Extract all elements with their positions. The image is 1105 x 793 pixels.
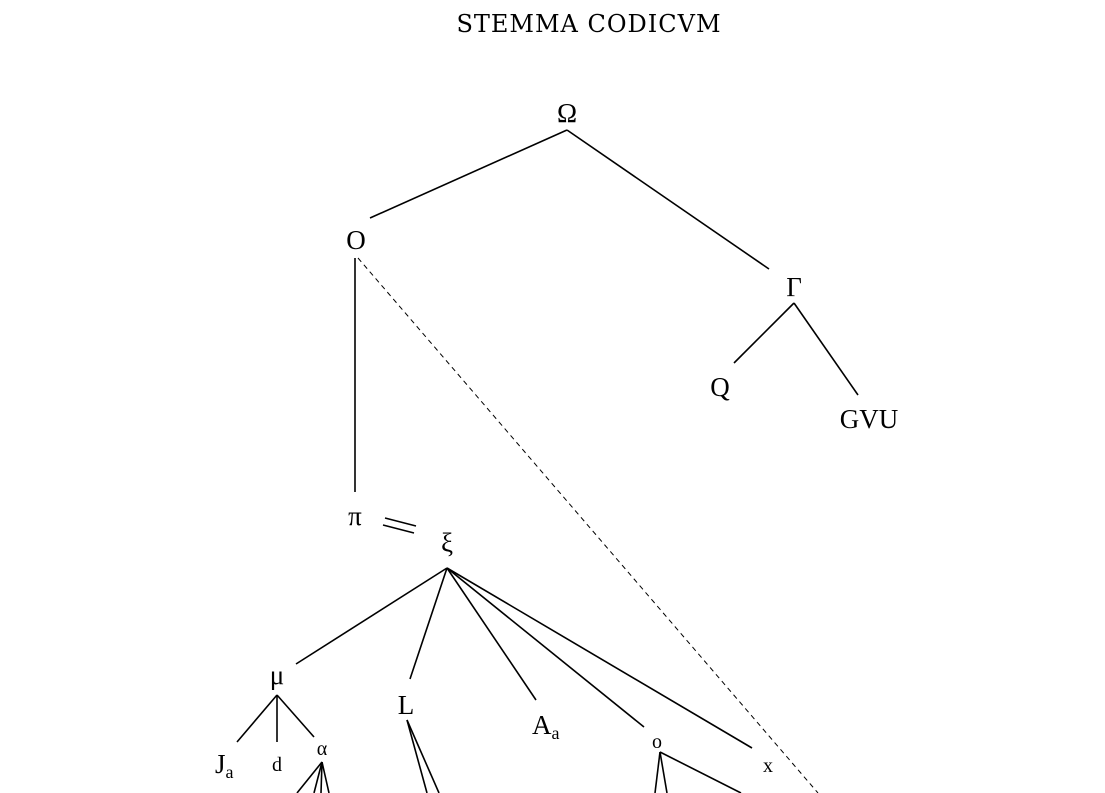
node-O: O bbox=[346, 225, 366, 255]
node-alpha: α bbox=[317, 738, 328, 760]
node-pi: π bbox=[348, 501, 362, 531]
node-Ja-base: J bbox=[215, 749, 226, 779]
edge-alpha-child-2 bbox=[313, 761, 323, 793]
edge-alpha-child-4 bbox=[321, 761, 330, 793]
edge-o-child-1 bbox=[654, 751, 661, 793]
node-Aa-base: A bbox=[532, 710, 552, 740]
node-Aa: Aa bbox=[532, 710, 560, 743]
edge-alpha-child-3 bbox=[320, 761, 323, 793]
edge-L-child-1 bbox=[406, 719, 428, 793]
node-mu: μ bbox=[270, 660, 284, 690]
page-title: STEMMA CODICVM bbox=[456, 10, 722, 38]
edge-o-child-3 bbox=[659, 751, 742, 793]
node-gamma: Γ bbox=[786, 272, 802, 302]
node-Ja: Ja bbox=[215, 749, 234, 782]
node-Ja-sub: a bbox=[226, 762, 234, 782]
node-o: o bbox=[652, 731, 662, 753]
node-Q: Q bbox=[710, 372, 730, 402]
node-xi: ξ bbox=[441, 528, 453, 558]
equals-line-top bbox=[384, 517, 417, 527]
edge-xi-L bbox=[409, 567, 448, 680]
edge-O-contamination-dashed bbox=[357, 257, 819, 793]
node-GVU: GVU bbox=[840, 404, 899, 434]
node-d: d bbox=[272, 754, 282, 776]
edge-xi-mu bbox=[295, 567, 448, 665]
edge-gamma-GVU bbox=[793, 302, 859, 396]
edge-xi-o bbox=[446, 567, 645, 728]
node-omega: Ω bbox=[557, 98, 577, 128]
edge-omega-O bbox=[369, 129, 568, 219]
edge-omega-gamma bbox=[566, 129, 770, 270]
edge-o-child-2 bbox=[659, 751, 668, 793]
node-x: x bbox=[763, 755, 773, 777]
edge-alpha-child-1 bbox=[296, 761, 323, 793]
node-L: L bbox=[398, 690, 415, 720]
edge-xi-Aa bbox=[446, 567, 537, 701]
edge-L-child-2 bbox=[406, 719, 440, 793]
edge-xi-x bbox=[446, 567, 753, 749]
equals-line-bottom bbox=[382, 524, 415, 534]
edge-mu-Ja bbox=[236, 694, 278, 743]
edge-mu-alpha bbox=[276, 694, 315, 738]
node-Aa-sub: a bbox=[552, 723, 560, 743]
edge-gamma-Q bbox=[733, 302, 795, 364]
